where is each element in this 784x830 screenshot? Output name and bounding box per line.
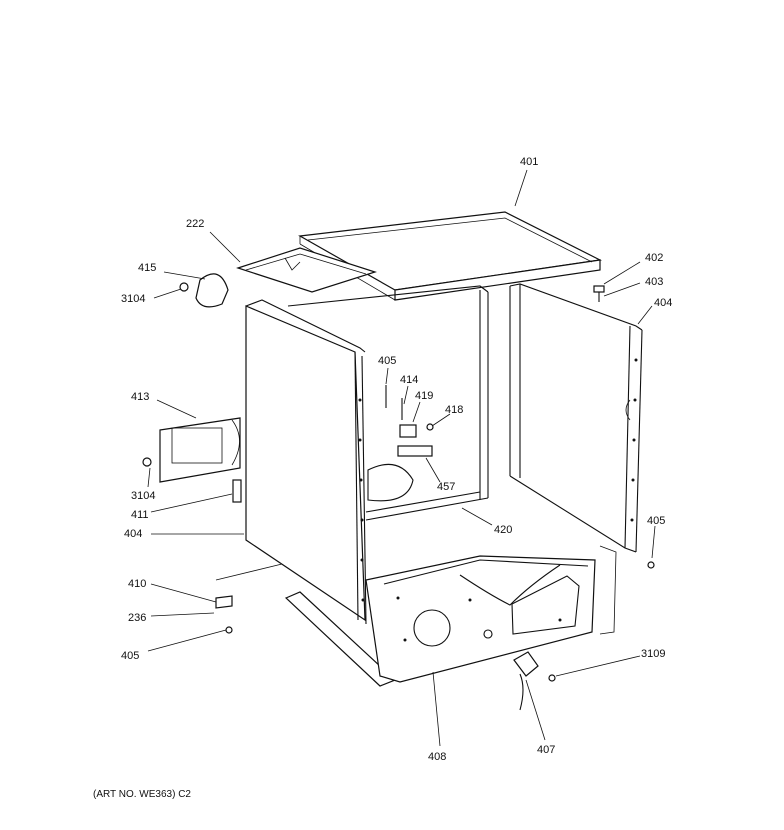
small-hardware bbox=[142, 282, 655, 711]
callout-3104-bottom: 3104 bbox=[131, 490, 155, 502]
callout-236: 236 bbox=[128, 612, 146, 624]
callout-labels: 401 222 415 3104 402 403 404 405 414 419… bbox=[121, 156, 672, 763]
callout-415: 415 bbox=[138, 262, 156, 274]
leader-lines bbox=[147, 169, 656, 747]
callout-418: 418 bbox=[445, 404, 463, 416]
callout-411: 411 bbox=[131, 509, 149, 521]
callout-457: 457 bbox=[437, 481, 455, 493]
callout-3109: 3109 bbox=[641, 648, 665, 660]
art-number-caption: (ART NO. WE363) C2 bbox=[93, 789, 191, 800]
callout-403: 403 bbox=[645, 276, 663, 288]
rear-bracket-222 bbox=[236, 247, 377, 293]
callout-405-right: 405 bbox=[647, 515, 665, 527]
right-side-panel-404 bbox=[509, 283, 643, 553]
base-frame-408 bbox=[284, 555, 596, 687]
callout-402: 402 bbox=[645, 252, 663, 264]
callout-419: 419 bbox=[415, 390, 433, 402]
cabinet-back-frame bbox=[287, 285, 489, 521]
top-cover-401 bbox=[298, 211, 602, 301]
callout-3104-top: 3104 bbox=[121, 293, 145, 305]
callout-408: 408 bbox=[428, 751, 446, 763]
vent-cover-413 bbox=[159, 417, 241, 483]
callout-413: 413 bbox=[131, 391, 149, 403]
callout-407: 407 bbox=[537, 744, 555, 756]
callout-404-left: 404 bbox=[124, 528, 142, 540]
duct-opening bbox=[367, 463, 414, 502]
callout-410: 410 bbox=[128, 578, 146, 590]
callout-401: 401 bbox=[520, 156, 538, 168]
callout-404-right: 404 bbox=[654, 297, 672, 309]
callout-222: 222 bbox=[186, 218, 204, 230]
callout-405-top: 405 bbox=[378, 355, 396, 367]
left-side-panel-404 bbox=[245, 299, 367, 625]
callout-420: 420 bbox=[494, 524, 512, 536]
callout-414: 414 bbox=[400, 374, 418, 386]
callout-405-bottom: 405 bbox=[121, 650, 139, 662]
cover-plate-415 bbox=[195, 273, 229, 308]
